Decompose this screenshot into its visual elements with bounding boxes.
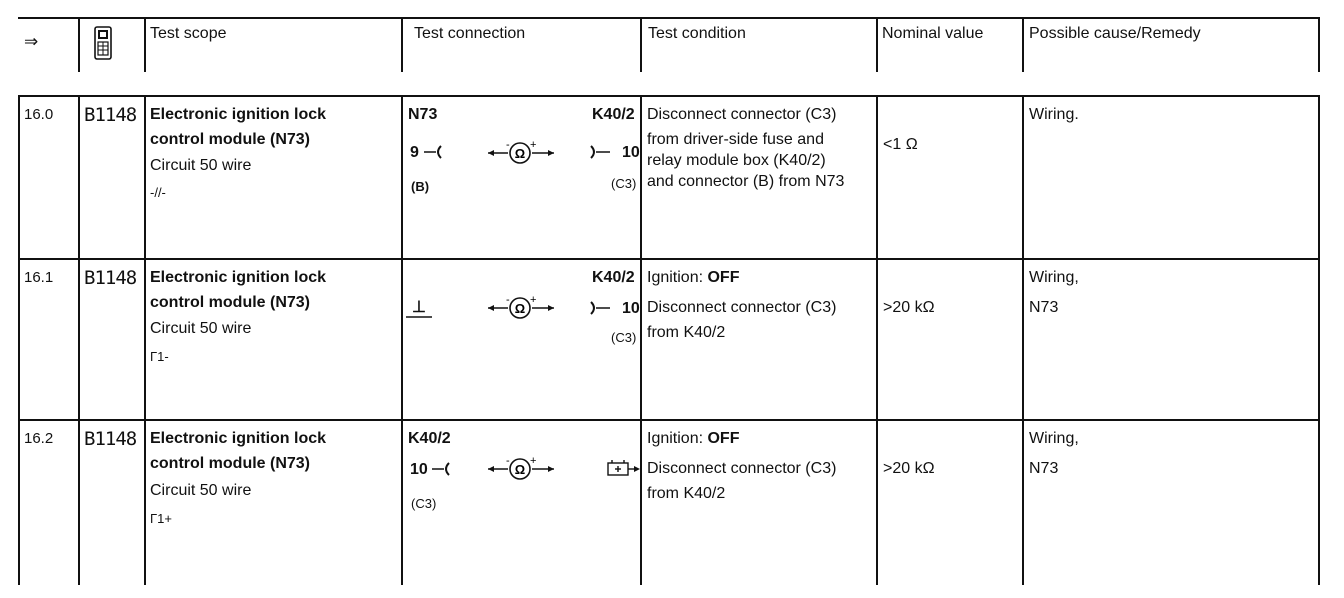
scope-line: control module (N73) <box>150 294 311 311</box>
ohmmeter-icon: Ω- + <box>488 139 554 164</box>
conn-left-pin: 10 <box>410 461 428 478</box>
connector-socket-icon <box>432 462 450 476</box>
body-top-border <box>18 95 1320 97</box>
svg-text:Ω: Ω <box>515 301 525 316</box>
step-number: 16.0 <box>24 106 54 123</box>
cause-line: N73 <box>1029 460 1059 477</box>
scope-symbol: Γ1- <box>150 349 169 364</box>
condition-state: OFF <box>707 269 740 286</box>
conn-right-pin: 10 <box>622 144 640 161</box>
step-number: 16.1 <box>24 269 54 286</box>
condition-line: relay module box (K40/2) <box>647 152 826 169</box>
condition-label: Ignition: <box>647 269 708 286</box>
svg-text:-: - <box>506 455 510 467</box>
connector-socket-icon <box>424 145 442 159</box>
body-col-line <box>401 95 403 585</box>
step-number: 16.2 <box>24 430 54 447</box>
header-col-line <box>1318 17 1320 72</box>
condition-line: Disconnect connector (C3) <box>647 106 837 123</box>
conn-left-sub: (B) <box>411 179 430 194</box>
svg-text:Ω: Ω <box>515 146 525 161</box>
scope-line: control module (N73) <box>150 131 311 148</box>
condition-line: from driver-side fuse and <box>647 131 824 148</box>
header-col-line <box>401 17 403 72</box>
body-col-line <box>144 95 146 585</box>
scope-line: Electronic ignition lock <box>150 106 327 123</box>
conn-right-label: K40/2 <box>592 106 635 123</box>
body-col-line <box>876 95 878 585</box>
header-test-condition: Test condition <box>648 25 746 42</box>
fault-code: B1148 <box>84 104 137 126</box>
nominal-value: >20 kΩ <box>883 460 935 477</box>
conn-left-label: K40/2 <box>408 430 451 447</box>
diagnostic-tester-icon <box>94 26 112 60</box>
fault-code: B1148 <box>84 428 137 450</box>
condition-label: Ignition: <box>647 430 708 447</box>
header-col-line <box>876 17 878 72</box>
conn-right-pin: 10 <box>622 300 640 317</box>
conn-left-pin: 9 <box>410 144 419 161</box>
scope-line: Circuit 50 wire <box>150 157 252 174</box>
row-divider <box>18 419 1320 421</box>
cause-line: Wiring, <box>1029 269 1079 286</box>
condition-line: from K40/2 <box>647 324 726 341</box>
conn-left-sub: (C3) <box>411 496 437 511</box>
cause-line: Wiring, <box>1029 430 1079 447</box>
cause-line: N73 <box>1029 299 1059 316</box>
nominal-value: >20 kΩ <box>883 299 935 316</box>
header-possible-cause: Possible cause/Remedy <box>1029 25 1201 42</box>
row-divider <box>18 258 1320 260</box>
ohmmeter-icon: Ω- + <box>488 294 554 319</box>
svg-text:-: - <box>506 294 510 306</box>
condition-state: OFF <box>707 430 740 447</box>
fault-code: B1148 <box>84 267 137 289</box>
svg-text:+: + <box>530 294 536 306</box>
conn-left-label: N73 <box>408 106 438 123</box>
scope-line: Circuit 50 wire <box>150 482 252 499</box>
body-col-line <box>1022 95 1024 585</box>
cause-line: Wiring. <box>1029 106 1079 123</box>
header-col-line <box>640 17 642 72</box>
scope-line: Electronic ignition lock <box>150 269 327 286</box>
condition-line: Ignition: OFF <box>647 431 739 447</box>
svg-text:-: - <box>506 139 510 151</box>
header-arrow: ⇒ <box>24 32 39 51</box>
battery-positive-icon <box>607 460 640 476</box>
scope-line: Circuit 50 wire <box>150 320 252 337</box>
connector-plug-icon <box>590 145 610 159</box>
header-top-border <box>18 17 1320 19</box>
condition-line: Disconnect connector (C3) <box>647 460 837 477</box>
conn-right-sub: (C3) <box>611 176 637 191</box>
svg-text:+: + <box>530 139 536 151</box>
condition-line: from K40/2 <box>647 485 726 502</box>
svg-text:+: + <box>530 455 536 467</box>
scope-line: Electronic ignition lock <box>150 430 327 447</box>
scope-symbol: Γ1+ <box>150 511 172 526</box>
condition-line: Ignition: OFF <box>647 270 739 286</box>
header-test-scope: Test scope <box>150 25 227 42</box>
condition-line: and connector (B) from N73 <box>647 173 845 190</box>
body-col-line <box>18 95 20 585</box>
body-col-line <box>78 95 80 585</box>
header-col-line <box>78 17 80 72</box>
body-col-line <box>1318 95 1320 585</box>
condition-line: Disconnect connector (C3) <box>647 299 837 316</box>
ground-symbol: ⊥ <box>412 299 426 316</box>
nominal-value: <1 Ω <box>883 136 918 153</box>
header-col-line <box>144 17 146 72</box>
header-test-connection: Test connection <box>414 25 526 42</box>
body-col-line <box>640 95 642 585</box>
connector-plug-icon <box>590 301 610 315</box>
header-nominal-value: Nominal value <box>882 25 984 42</box>
ground-line-icon <box>406 316 432 318</box>
scope-line: control module (N73) <box>150 455 311 472</box>
conn-right-label: K40/2 <box>592 269 635 286</box>
scope-symbol: -//- <box>150 185 166 200</box>
ohmmeter-icon: Ω- + <box>488 455 554 480</box>
header-col-line <box>1022 17 1024 72</box>
conn-right-sub: (C3) <box>611 330 637 345</box>
svg-text:Ω: Ω <box>515 462 525 477</box>
